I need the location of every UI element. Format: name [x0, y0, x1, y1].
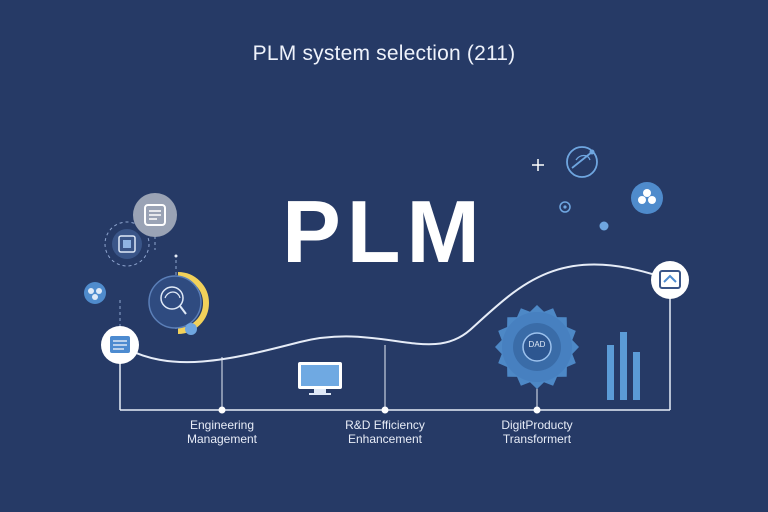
monitor-icon: [298, 362, 342, 395]
milestone-dot-1: [218, 406, 226, 414]
milestone-2-line1: R&D Efficiency: [345, 418, 425, 432]
milestone-3-line2: Transformert: [502, 432, 572, 446]
milestone-dot-3: [533, 406, 541, 414]
wave-line: [119, 263, 671, 364]
brain-icon: [148, 272, 209, 335]
milestone-label-2: R&D Efficiency Enhancement: [325, 418, 445, 446]
chip-icon: [104, 221, 150, 267]
milestone-3-line1: DigitProducty: [501, 418, 573, 432]
bar-chart-icon: [607, 332, 640, 400]
team-icon: [84, 282, 106, 304]
plus-icon: [532, 159, 544, 171]
people-icon: [631, 182, 663, 214]
small-ring: [559, 201, 571, 213]
milestone-1-line1: Engineering: [189, 418, 255, 432]
radar-icon: [566, 146, 598, 178]
milestone-2-line2: Enhancement: [347, 432, 423, 446]
milestone-label-1: Engineering Management: [167, 418, 277, 446]
milestone-1-line2: Management: [186, 432, 258, 446]
screen-icon: [651, 261, 689, 299]
slide-title: PLM system selection (211): [252, 42, 516, 65]
small-dot: [599, 221, 609, 231]
hero-heading: PLM: [282, 182, 486, 281]
gear-badge-text: DAD: [528, 340, 546, 349]
milestone-label-3: DigitProducty Transformert: [480, 418, 594, 446]
document-icon: [101, 326, 139, 364]
gear-badge-icon: [495, 305, 579, 389]
milestone-dot-2: [381, 406, 389, 414]
gear-icon: [133, 193, 177, 237]
